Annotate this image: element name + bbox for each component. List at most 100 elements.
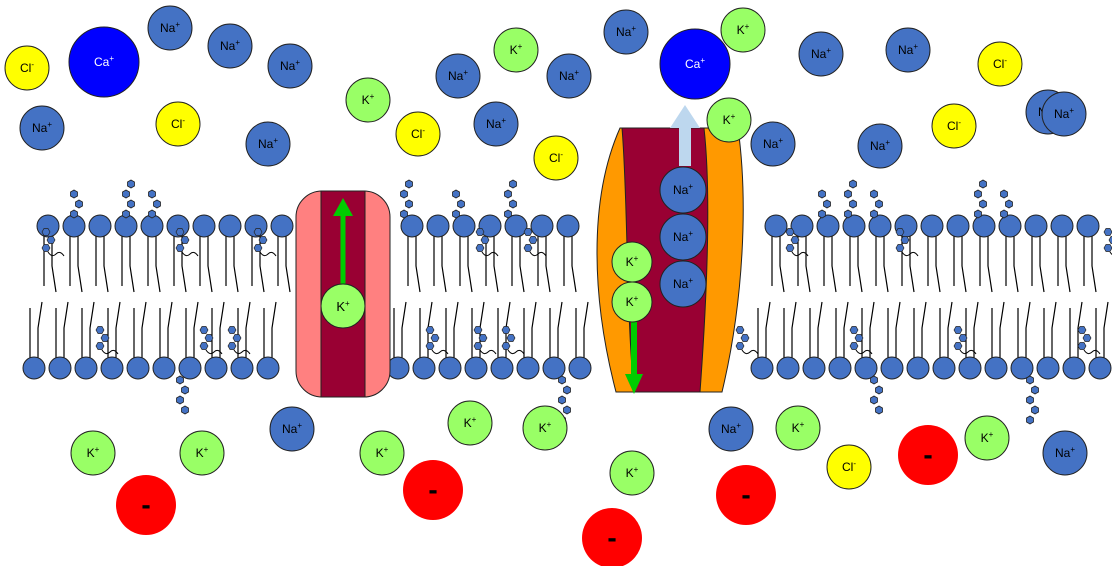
lower-phospholipid — [828, 301, 852, 380]
lower-phospholipid — [568, 301, 592, 380]
svg-text:K+: K+ — [376, 445, 389, 460]
upper-phospholipid — [920, 214, 944, 293]
ion-charge: + — [235, 38, 240, 47]
cholesterol-molecule — [227, 326, 251, 355]
ion-symbol: Na — [1055, 446, 1071, 460]
svg-text:Cl-: Cl- — [411, 126, 425, 141]
ion-symbol: Na — [32, 121, 48, 135]
sodium-ion: Na+ — [659, 213, 707, 261]
svg-text:Cl-: Cl- — [842, 459, 856, 474]
ion-symbol: Na — [448, 69, 464, 83]
sodium-ion: Na+ — [546, 53, 592, 99]
glycan-chain — [452, 189, 465, 219]
svg-text:Ca+: Ca+ — [94, 54, 114, 69]
upper-phospholipid — [140, 214, 164, 293]
ion-charge: + — [700, 56, 705, 65]
glycan-chain — [844, 179, 857, 219]
potassium-ion: K+ — [179, 430, 225, 476]
lower-phospholipid — [22, 301, 46, 380]
svg-text:Na+: Na+ — [616, 24, 636, 39]
cholesterol-molecule — [1077, 326, 1101, 355]
upper-phospholipid — [764, 214, 788, 293]
svg-text:K+: K+ — [87, 445, 100, 460]
potassium-ion: K+ — [611, 241, 653, 283]
cholesterol-molecule — [523, 228, 547, 257]
ion-symbol: Na — [616, 25, 632, 39]
svg-text:K+: K+ — [336, 299, 350, 314]
ion-symbol: Cl — [993, 57, 1004, 71]
lower-phospholipid — [516, 301, 540, 380]
ion-charge: + — [688, 229, 693, 238]
svg-text:Na+: Na+ — [811, 46, 831, 61]
potassium-ion: K+ — [706, 97, 752, 143]
svg-text:Na+: Na+ — [280, 58, 300, 73]
pump-down-arrow-shaft — [631, 316, 637, 378]
upper-phospholipid — [1050, 214, 1074, 293]
lipid-bilayer — [22, 179, 1112, 425]
svg-text:Cl-: Cl- — [20, 60, 34, 75]
lower-phospholipid — [464, 301, 488, 380]
svg-text:K+: K+ — [464, 415, 477, 430]
ion-charge: + — [518, 42, 523, 51]
ion-symbol: K — [196, 446, 204, 460]
channel-potassium-ion: K+ — [320, 283, 366, 329]
pump-potassium-ions: K+K+ — [611, 241, 653, 323]
ion-symbol: Cl — [947, 119, 958, 133]
svg-text:Na+: Na+ — [763, 136, 783, 151]
svg-text:K+: K+ — [792, 420, 805, 435]
negative-charge: - — [716, 465, 776, 525]
cholesterol-molecule — [475, 228, 499, 257]
glycan-chain — [974, 179, 987, 219]
upper-phospholipid — [192, 214, 216, 293]
potassium-ion: K+ — [609, 450, 655, 496]
ion-charge: + — [1069, 106, 1074, 115]
glycan-chain — [70, 189, 83, 219]
chloride-ion: Cl- — [155, 101, 201, 147]
ion-charge: + — [204, 445, 209, 454]
upper-phospholipid — [842, 214, 866, 293]
sodium-ion: Na+ — [435, 53, 481, 99]
upper-phospholipid — [530, 214, 554, 293]
ion-symbol: Cl — [411, 127, 422, 141]
potassium-ion: K+ — [522, 405, 568, 451]
sodium-ion: Na+ — [1042, 430, 1088, 476]
chloride-ion: Cl- — [4, 45, 50, 91]
ion-charge: + — [463, 68, 468, 77]
ion-symbol: Cl — [842, 460, 853, 474]
upper-phospholipid — [244, 214, 268, 293]
svg-text:Na+: Na+ — [1055, 445, 1075, 460]
upper-phospholipid — [894, 214, 918, 293]
lower-phospholipid — [100, 301, 124, 380]
ion-symbol: Na — [673, 277, 689, 291]
chloride-ion: Cl- — [395, 111, 441, 157]
ion-symbol: Na — [220, 39, 236, 53]
svg-text:Na+: Na+ — [32, 120, 52, 135]
ion-charge: + — [47, 120, 52, 129]
ion-symbol: K — [626, 255, 634, 269]
ion-charge: + — [384, 445, 389, 454]
ion-symbol: Na — [673, 183, 689, 197]
lower-phospholipid — [204, 301, 228, 380]
svg-text:-: - — [428, 474, 437, 505]
lower-phospholipid — [412, 301, 436, 380]
ion-charge: + — [634, 294, 639, 303]
glycan-chain — [870, 375, 883, 415]
ion-charge: + — [273, 136, 278, 145]
upper-phospholipid — [36, 214, 60, 293]
potassium-ion: K+ — [775, 405, 821, 451]
svg-text:Na+: Na+ — [448, 68, 468, 83]
lower-phospholipid — [74, 301, 98, 380]
ion-symbol: K — [362, 93, 370, 107]
ion-symbol: Cl — [549, 151, 560, 165]
cholesterol-molecule — [785, 228, 809, 257]
ion-symbol: K — [981, 431, 989, 445]
sodium-ion: Na+ — [603, 9, 649, 55]
potassium-ion: K+ — [345, 77, 391, 123]
lower-phospholipid — [230, 301, 254, 380]
glycan-chain — [1000, 189, 1013, 219]
svg-text:Cl-: Cl- — [171, 116, 185, 131]
ion-charge: + — [745, 22, 750, 31]
cholesterol-molecule — [501, 326, 525, 355]
intracellular-negative-charges: ----- — [116, 425, 958, 566]
lower-phospholipid — [984, 301, 1008, 380]
